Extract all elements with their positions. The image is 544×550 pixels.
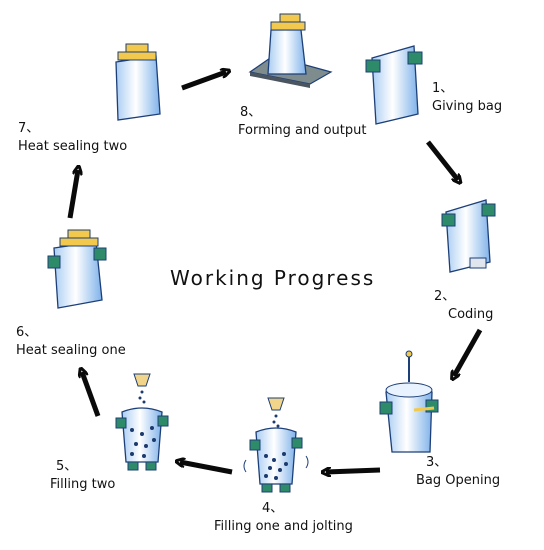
step-1-label: Giving bag: [432, 99, 503, 114]
heat-sealing-one-icon: [47, 229, 107, 309]
step-2-label: Coding: [448, 307, 494, 322]
step-6-number: 6、: [16, 325, 38, 340]
step-7-label: Heat sealing two: [18, 139, 128, 154]
bag-giving-icon: [365, 45, 423, 125]
step-3-number: 3、: [426, 455, 448, 470]
step-4-number: 4、: [262, 501, 284, 516]
step-4-label: Filling one and jolting: [214, 519, 353, 534]
diagram-title: Working Progress: [170, 266, 376, 290]
step-1-number: 1、: [432, 81, 454, 96]
step-8-number: 8、: [240, 105, 262, 120]
step-2-number: 2、: [434, 289, 456, 304]
filling-jolting-icon: [243, 397, 309, 493]
step-6-label: Heat sealing one: [16, 343, 126, 358]
arrow-7-to-8: [181, 72, 226, 91]
arrow-4-to-5: [180, 462, 233, 475]
arrow-5-to-6: [82, 372, 101, 417]
filling-two-icon: [115, 373, 169, 471]
step-7-number: 7、: [18, 121, 40, 136]
heat-sealing-two-icon: [115, 43, 161, 121]
step-5-label: Filling two: [50, 477, 116, 492]
step-8-label: Forming and output: [238, 123, 367, 138]
arrow-1-to-2: [426, 140, 458, 180]
arrow-2-to-3: [454, 328, 483, 376]
step-5-number: 5、: [56, 459, 78, 474]
bag-coding-icon: [441, 199, 496, 273]
forming-output-icon: [248, 13, 333, 88]
arrow-6-to-7: [67, 170, 78, 219]
flow-arrows: [67, 72, 483, 475]
arrow-3-to-4: [326, 470, 381, 472]
step-3-label: Bag Opening: [416, 473, 501, 488]
bag-opening-icon: [379, 350, 439, 453]
